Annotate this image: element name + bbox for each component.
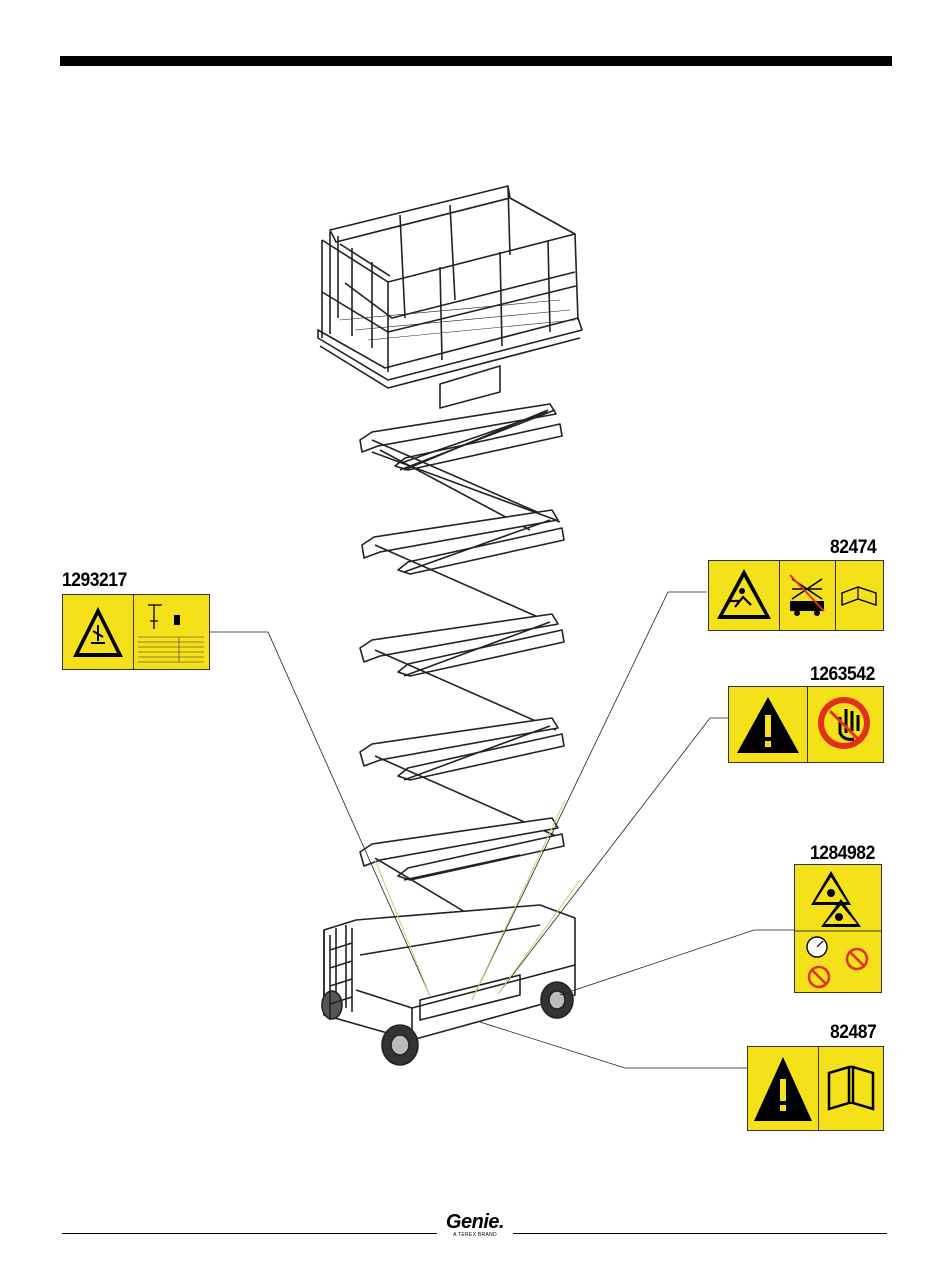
- read-manual-icon: [836, 561, 883, 630]
- fall-hazard-warning-icon: [709, 561, 779, 630]
- load-chart-icon: [134, 595, 209, 669]
- keep-clear-prohibition-icon: [808, 687, 883, 762]
- footer-rule-right: [513, 1233, 887, 1234]
- decal-82487: [747, 1046, 884, 1131]
- decal-partnumber-1293217: 1293217: [62, 570, 127, 592]
- decal-partnumber-1263542: 1263542: [810, 664, 875, 686]
- battery-explosion-hazard-icon: [795, 865, 881, 992]
- read-manual-icon: [819, 1047, 883, 1130]
- logo-wordmark: Genie.: [440, 1212, 510, 1232]
- decal-1263542: [728, 686, 884, 763]
- crush-hazard-warning-icon: [63, 595, 133, 669]
- decal-partnumber-82474: 82474: [830, 537, 876, 559]
- general-warning-icon: [729, 687, 807, 762]
- decal-1293217: [62, 594, 210, 670]
- footer-rule-left: [62, 1233, 437, 1234]
- decal-82474: [708, 560, 884, 631]
- decal-partnumber-82487: 82487: [830, 1022, 876, 1044]
- decal-partnumber-1284982: 1284982: [810, 843, 875, 865]
- general-warning-icon: [748, 1047, 818, 1130]
- decal-1284982: [794, 864, 882, 993]
- genie-logo: Genie. A TEREX BRAND: [440, 1212, 510, 1238]
- no-scissor-lift-overload-icon: [780, 561, 835, 630]
